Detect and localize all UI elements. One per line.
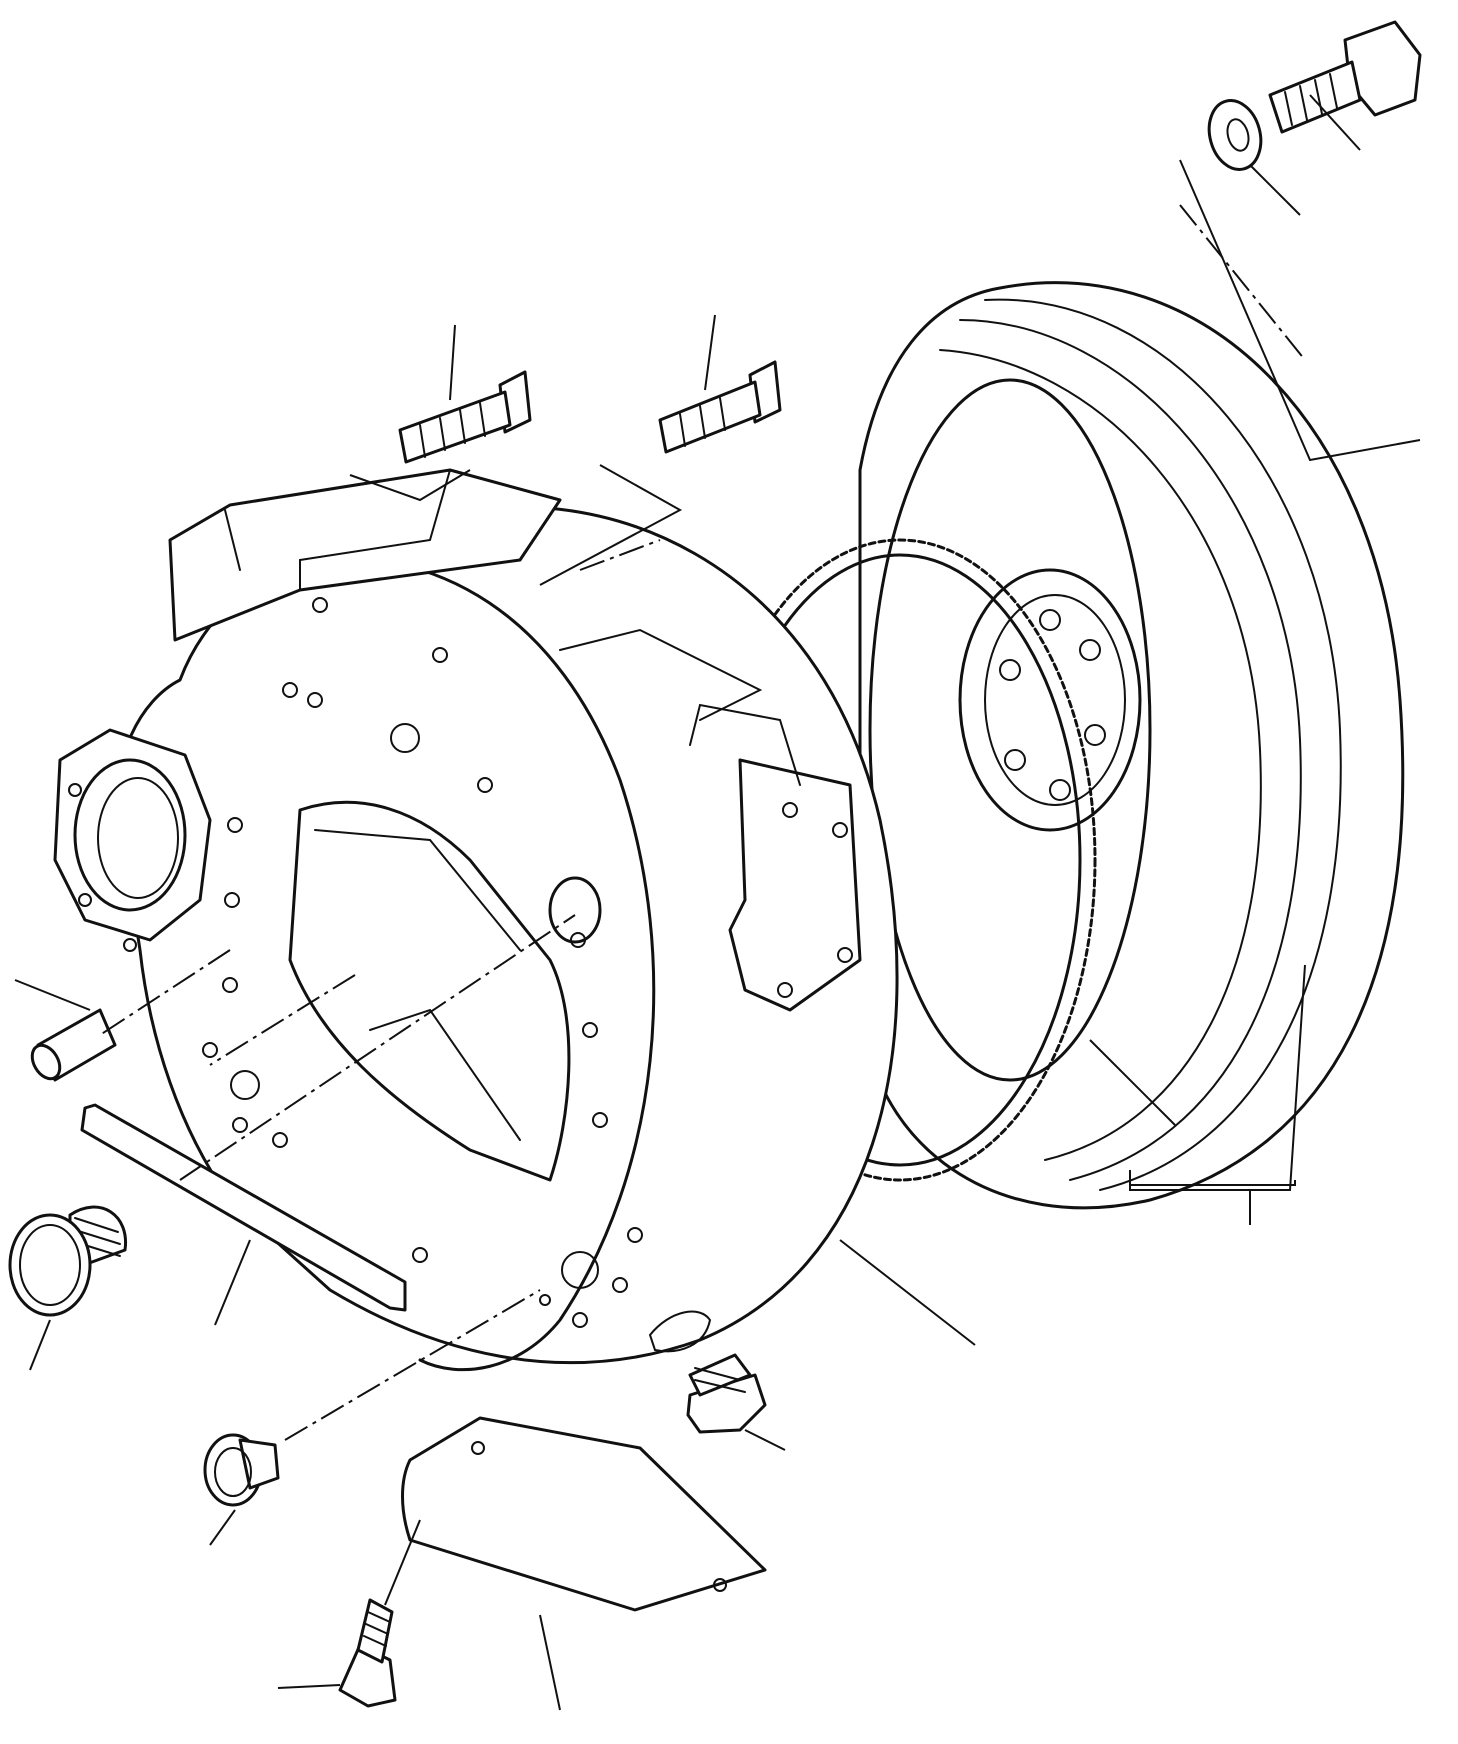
timing-plug xyxy=(8,1205,128,1317)
flywheel xyxy=(858,281,1405,1210)
dowel-pin xyxy=(30,1008,117,1082)
seal-strip xyxy=(80,1103,407,1312)
housing-bolt xyxy=(658,360,782,454)
small-plug xyxy=(203,1433,280,1507)
flywheel-washer xyxy=(1207,99,1263,171)
cover-bolt xyxy=(338,1598,397,1708)
cover-plate xyxy=(401,1416,767,1612)
leader-lines xyxy=(14,94,1421,1711)
center-lines xyxy=(99,204,1306,1441)
flywheel-bolt xyxy=(1268,20,1422,134)
drain-plug xyxy=(686,1353,767,1434)
flywheel-housing xyxy=(53,468,899,1372)
housing-bolt xyxy=(398,370,532,464)
